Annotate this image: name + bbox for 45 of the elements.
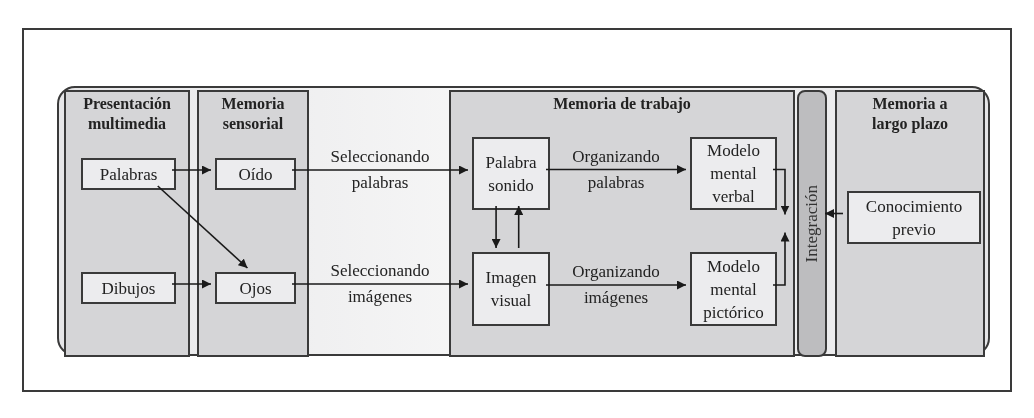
process-box	[81, 272, 176, 304]
arrow	[291, 279, 469, 289]
edge-label: Organizando imágenes	[571, 261, 661, 309]
arrow	[156, 185, 249, 269]
process-box	[215, 272, 296, 304]
arrow	[171, 279, 212, 289]
arrow	[514, 205, 524, 249]
arrow	[545, 280, 687, 290]
column-heading: Memoria a largo plazo	[871, 94, 949, 134]
box-label: Imagen visual	[484, 267, 538, 312]
box-label: Ojos	[239, 277, 272, 300]
model-container	[57, 86, 990, 356]
arrow	[171, 165, 212, 175]
stage-column	[197, 90, 309, 357]
process-box	[472, 137, 550, 210]
process-box	[690, 252, 777, 326]
edge-label: Seleccionando palabras	[329, 146, 431, 194]
arrow	[772, 231, 790, 286]
box-label: Oído	[238, 163, 273, 186]
stage-column	[64, 90, 190, 357]
stage-column	[449, 90, 795, 357]
column-heading: Memoria sensorial	[220, 94, 286, 134]
process-box	[81, 158, 176, 190]
process-box	[690, 137, 777, 210]
band-label: Integración	[801, 184, 823, 263]
edge-label: Seleccionando imágenes	[329, 260, 431, 308]
column-heading: Presentación multimedia	[82, 94, 172, 134]
edge-label: Organizando palabras	[571, 145, 661, 194]
arrow	[545, 165, 687, 174]
box-label: Modelo mental verbal	[706, 140, 761, 208]
box-label: Modelo mental pictórico	[702, 255, 765, 324]
process-box	[215, 158, 296, 190]
box-label: Conocimiento previo	[864, 195, 964, 241]
process-box	[472, 252, 550, 326]
stage-column	[835, 90, 985, 357]
arrow	[824, 209, 844, 218]
arrow	[291, 165, 469, 175]
box-label: Dibujos	[101, 277, 156, 300]
integration-band	[797, 90, 827, 357]
arrow	[491, 205, 501, 249]
column-heading: Memoria de trabajo	[553, 94, 691, 114]
box-label: Palabras	[99, 163, 158, 186]
arrow	[772, 168, 790, 216]
box-label: Palabra sonido	[484, 151, 538, 197]
process-box	[847, 191, 981, 244]
